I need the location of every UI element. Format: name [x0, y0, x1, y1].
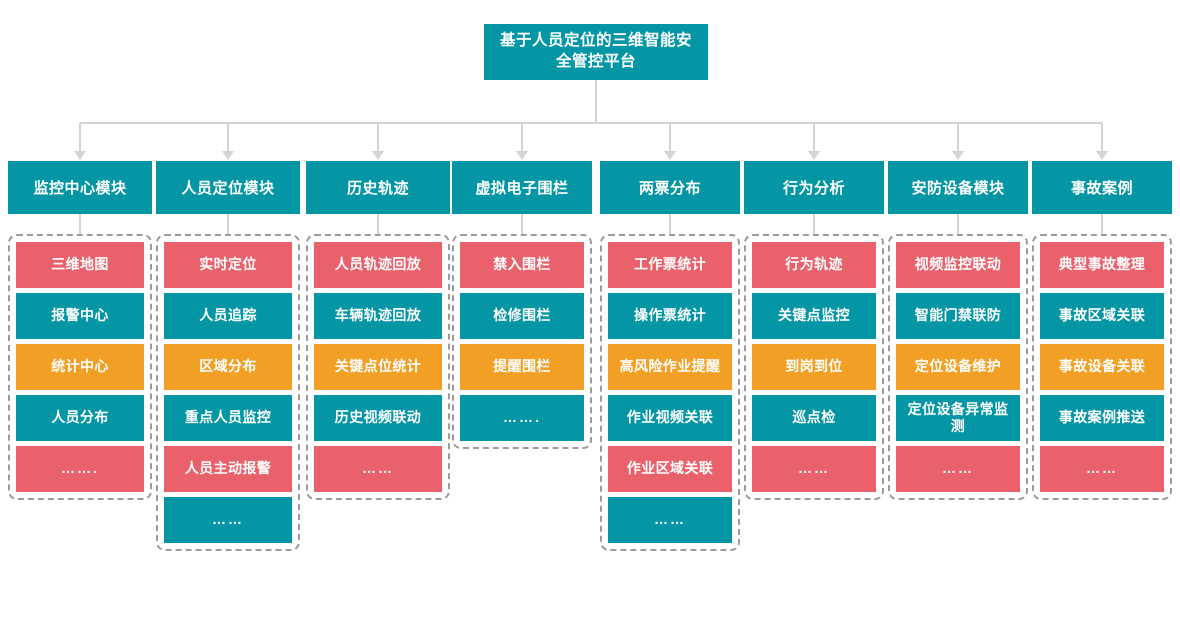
module-header-8[interactable]: 事故案例 [1032, 161, 1172, 214]
module-group-2: 实时定位人员追踪区域分布重点人员监控人员主动报警 …… [156, 234, 300, 551]
module-item[interactable]: 作业视频关联 [608, 395, 732, 441]
drop-arrow-7 [952, 151, 964, 160]
module-item[interactable]: 人员分布 [16, 395, 144, 441]
module-item[interactable]: 统计中心 [16, 344, 144, 390]
module-item-ellipsis[interactable]: …… [314, 446, 442, 492]
module-item[interactable]: 事故设备关联 [1040, 344, 1164, 390]
module-item[interactable]: 事故区域关联 [1040, 293, 1164, 339]
drop-arrow-5 [664, 151, 676, 160]
module-header-2[interactable]: 人员定位模块 [156, 161, 300, 214]
module-item[interactable]: 历史视频联动 [314, 395, 442, 441]
module-item[interactable]: 人员轨迹回放 [314, 242, 442, 288]
module-item[interactable]: 关键点位统计 [314, 344, 442, 390]
module-item[interactable]: 行为轨迹 [752, 242, 876, 288]
module-header-7[interactable]: 安防设备模块 [888, 161, 1028, 214]
module-group-3: 人员轨迹回放车辆轨迹回放关键点位统计历史视频联动 …… [306, 234, 450, 500]
module-item[interactable]: 人员主动报警 [164, 446, 292, 492]
module-item[interactable]: 智能门禁联防 [896, 293, 1020, 339]
module-group-6: 行为轨迹关键点监控到岗到位巡点检 …… [744, 234, 884, 500]
drop-arrow-4 [516, 151, 528, 160]
drop-arrow-6 [808, 151, 820, 160]
module-item[interactable]: 典型事故整理 [1040, 242, 1164, 288]
module-item[interactable]: 定位设备异常监测 [896, 395, 1020, 441]
drop-arrow-3 [372, 151, 384, 160]
module-item[interactable]: 提醒围栏 [460, 344, 584, 390]
module-group-1: 三维地图报警中心统计中心人员分布 ……. [8, 234, 152, 500]
module-group-5: 工作票统计操作票统计高风险作业提醒作业视频关联作业区域关联 …… [600, 234, 740, 551]
module-header-1[interactable]: 监控中心模块 [8, 161, 152, 214]
module-header-5[interactable]: 两票分布 [600, 161, 740, 214]
module-header-6[interactable]: 行为分析 [744, 161, 884, 214]
drop-arrow-8 [1096, 151, 1108, 160]
module-item-ellipsis[interactable]: …… [896, 446, 1020, 492]
module-item[interactable]: 巡点检 [752, 395, 876, 441]
module-item-ellipsis[interactable]: …… [1040, 446, 1164, 492]
module-header-4[interactable]: 虚拟电子围栏 [452, 161, 592, 214]
module-item[interactable]: 人员追踪 [164, 293, 292, 339]
module-item[interactable]: 禁入围栏 [460, 242, 584, 288]
module-item-ellipsis[interactable]: …… [608, 497, 732, 543]
module-item[interactable]: 车辆轨迹回放 [314, 293, 442, 339]
module-item[interactable]: 检修围栏 [460, 293, 584, 339]
module-item[interactable]: 报警中心 [16, 293, 144, 339]
module-item-ellipsis[interactable]: …… [752, 446, 876, 492]
module-item-ellipsis[interactable]: …… [164, 497, 292, 543]
module-item[interactable]: 重点人员监控 [164, 395, 292, 441]
module-item[interactable]: 工作票统计 [608, 242, 732, 288]
module-item[interactable]: 事故案例推送 [1040, 395, 1164, 441]
drop-arrow-1 [74, 151, 86, 160]
module-group-4: 禁入围栏检修围栏提醒围栏 ……. [452, 234, 592, 449]
module-item[interactable]: 区域分布 [164, 344, 292, 390]
module-header-3[interactable]: 历史轨迹 [306, 161, 450, 214]
drop-arrow-2 [222, 151, 234, 160]
module-item[interactable]: 视频监控联动 [896, 242, 1020, 288]
module-item[interactable]: 作业区域关联 [608, 446, 732, 492]
module-item-ellipsis[interactable]: ……. [460, 395, 584, 441]
module-item[interactable]: 定位设备维护 [896, 344, 1020, 390]
module-item[interactable]: 关键点监控 [752, 293, 876, 339]
module-item[interactable]: 实时定位 [164, 242, 292, 288]
module-item[interactable]: 高风险作业提醒 [608, 344, 732, 390]
module-group-7: 视频监控联动智能门禁联防定位设备维护定位设备异常监测 …… [888, 234, 1028, 500]
module-item[interactable]: 到岗到位 [752, 344, 876, 390]
platform-title-box: 基于人员定位的三维智能安全管控平台 [484, 24, 708, 80]
module-item[interactable]: 操作票统计 [608, 293, 732, 339]
module-item[interactable]: 三维地图 [16, 242, 144, 288]
module-group-8: 典型事故整理事故区域关联事故设备关联事故案例推送 …… [1032, 234, 1172, 500]
module-item-ellipsis[interactable]: ……. [16, 446, 144, 492]
